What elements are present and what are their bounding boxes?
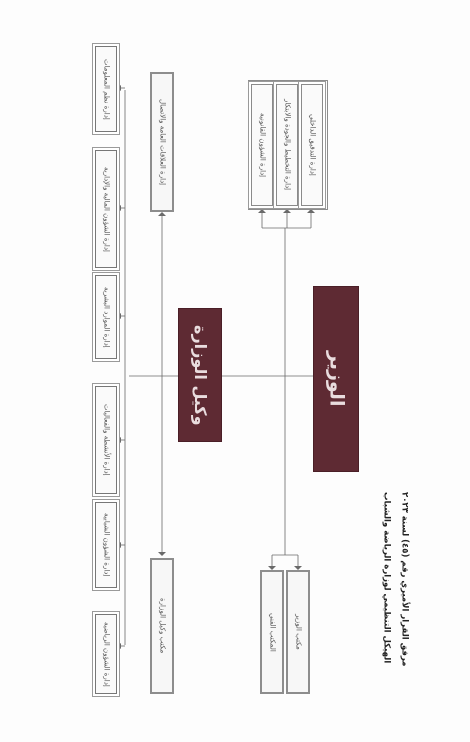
arrow-icon bbox=[158, 212, 166, 216]
arrow-icon bbox=[117, 542, 121, 548]
caption-line-1: مرفق القرار الأميري رقم (٤٥) لسنة ٢٠٢٣ bbox=[399, 492, 410, 667]
caption-line-2: الهيكل التنظيمي لوزارة الرياضة والشباب bbox=[381, 492, 392, 664]
arrow-icon bbox=[117, 643, 121, 649]
department-box: إدارة الأنشطة والفعاليات bbox=[95, 386, 117, 494]
public-relations-box: إدارة العلاقات العامة والاتصال bbox=[150, 72, 174, 212]
department-box: إدارة الشؤون الرياضية bbox=[95, 614, 117, 694]
department-box: إدارة الموارد البشرية bbox=[95, 275, 117, 359]
department-label: إدارة الشؤون الرياضية bbox=[102, 621, 111, 687]
technical-office-box: المكتب الفني bbox=[260, 570, 284, 694]
arrow-icon bbox=[117, 437, 121, 443]
arrow-icon bbox=[268, 566, 276, 570]
minister-unit-label: إدارة التخطيط والجودة والابتكار bbox=[283, 99, 292, 191]
arrow-icon bbox=[258, 209, 266, 213]
arrow-icon bbox=[117, 205, 121, 211]
minister-office-box: مكتب الوزير bbox=[286, 570, 310, 694]
minister-unit-box: إدارة التخطيط والجودة والابتكار bbox=[276, 84, 298, 206]
minister-unit-label: إدارة الشؤون القانونية bbox=[258, 112, 267, 178]
department-box: إدارة الشؤون الشبابية bbox=[95, 502, 117, 588]
unit-label: مكتب وكيل الوزارة bbox=[158, 598, 167, 654]
minister-units-group bbox=[248, 80, 328, 210]
department-label: إدارة نظم المعلومات bbox=[102, 58, 111, 120]
minister-unit-label: إدارة التدقيق الداخلي bbox=[308, 114, 317, 176]
arrow-icon bbox=[158, 552, 166, 556]
arrow-icon bbox=[294, 566, 302, 570]
arrow-icon bbox=[283, 209, 291, 213]
department-label: إدارة الشؤون المالية والإدارية bbox=[102, 166, 111, 252]
department-label: إدارة الشؤون الشبابية bbox=[102, 513, 111, 577]
unit-label: إدارة العلاقات العامة والاتصال bbox=[158, 98, 167, 186]
minister-label: الوزير bbox=[325, 351, 348, 407]
minister-unit-box: إدارة التدقيق الداخلي bbox=[301, 84, 323, 206]
department-label: إدارة الموارد البشرية bbox=[102, 286, 111, 348]
arrow-icon bbox=[117, 85, 121, 91]
department-box: إدارة نظم المعلومات bbox=[95, 46, 117, 132]
undersecretary-office-box: مكتب وكيل الوزارة bbox=[150, 558, 174, 694]
arrow-icon bbox=[117, 313, 121, 319]
undersecretary-box: وكيل الوزارة bbox=[178, 308, 222, 442]
department-box: إدارة الشؤون المالية والإدارية bbox=[95, 150, 117, 268]
office-label: المكتب الفني bbox=[268, 612, 277, 652]
chart-caption: مرفق القرار الأميري رقم (٤٥) لسنة ٢٠٢٣ ا… bbox=[378, 492, 418, 710]
minister-unit-box: إدارة الشؤون القانونية bbox=[251, 84, 273, 206]
arrow-icon bbox=[307, 209, 315, 213]
undersecretary-label: وكيل الوزارة bbox=[191, 324, 210, 426]
minister-box: الوزير bbox=[313, 286, 359, 472]
office-label: مكتب الوزير bbox=[294, 614, 303, 650]
department-label: إدارة الأنشطة والفعاليات bbox=[102, 404, 111, 476]
